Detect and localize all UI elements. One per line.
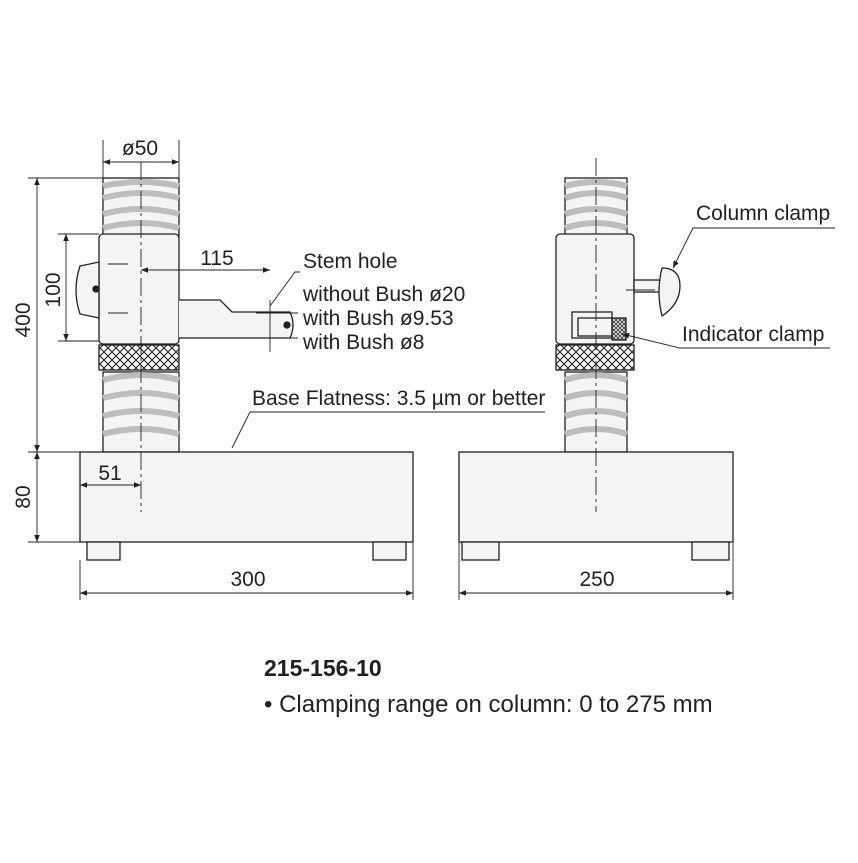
holder-arm xyxy=(179,299,294,339)
base-side xyxy=(458,451,734,543)
dimensions-side xyxy=(458,227,835,600)
label-column-clamp: Column clamp xyxy=(696,202,830,225)
label-with-bush-953: with Bush ø9.53 xyxy=(302,307,454,330)
base-foot-right xyxy=(372,541,407,561)
dim-column-offset: 51 xyxy=(98,462,121,485)
base-foot-right-side xyxy=(691,541,730,561)
label-without-bush: without Bush ø20 xyxy=(302,283,465,306)
model-number: 215-156-10 xyxy=(264,655,382,681)
label-base-flatness: Base Flatness: 3.5 µm or better xyxy=(252,387,545,410)
dim-arm-reach: 115 xyxy=(200,247,233,270)
knurled-ring-side xyxy=(555,344,635,371)
dim-base-height: 80 xyxy=(12,485,35,508)
side-view xyxy=(458,158,734,561)
base-front xyxy=(79,451,414,543)
clamping-range-note: • Clamping range on column: 0 to 275 mm xyxy=(264,691,713,718)
label-with-bush-8: with Bush ø8 xyxy=(302,331,424,354)
dim-base-depth: 250 xyxy=(579,568,614,591)
dim-total-height: 400 xyxy=(12,302,35,337)
label-stem-hole: Stem hole xyxy=(303,250,398,273)
dim-base-width: 300 xyxy=(230,568,265,591)
label-indicator-clamp: Indicator clamp xyxy=(682,323,824,346)
dim-holder-height: 100 xyxy=(42,272,65,307)
base-foot-left xyxy=(86,541,121,561)
holder-block xyxy=(98,233,180,345)
dim-column-diameter: ø50 xyxy=(122,137,158,160)
knurled-ring xyxy=(98,344,180,371)
front-view xyxy=(75,162,414,561)
column-clamp-knob xyxy=(658,267,681,318)
base-foot-left-side xyxy=(461,541,500,561)
clamp-knob xyxy=(75,261,100,319)
dimensions-front xyxy=(28,140,545,600)
